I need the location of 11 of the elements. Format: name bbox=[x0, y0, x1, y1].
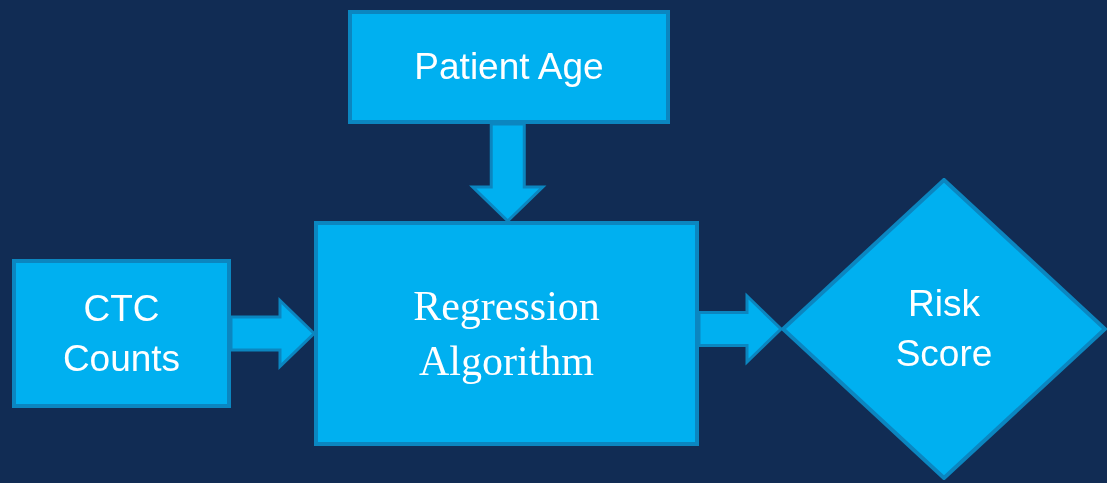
block-arrow bbox=[229, 296, 317, 371]
process-box bbox=[314, 221, 699, 446]
decision-diamond bbox=[781, 178, 1107, 480]
process-box bbox=[12, 259, 231, 408]
block-arrow bbox=[697, 292, 784, 366]
node-label: CTC Counts bbox=[61, 286, 182, 381]
node-label: Regression Algorithm bbox=[412, 281, 601, 386]
node-label: Risk Score bbox=[894, 282, 994, 376]
process-box bbox=[348, 10, 670, 124]
block-arrow bbox=[469, 122, 547, 224]
node-label: Patient Age bbox=[414, 45, 604, 90]
